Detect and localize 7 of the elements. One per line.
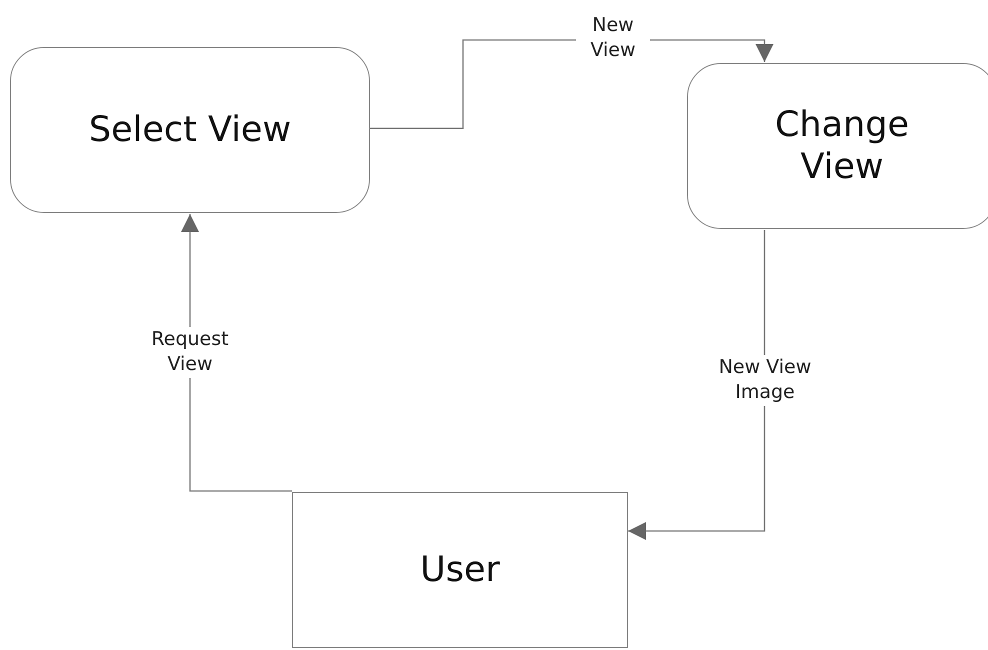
process-box: [10, 47, 370, 213]
node-label: User: [420, 549, 500, 591]
node-label: Select View: [88, 109, 292, 151]
process-box: [687, 63, 988, 229]
node-label: Change View: [774, 104, 910, 188]
entity-box: [292, 492, 628, 648]
arrow: [628, 230, 766, 540]
